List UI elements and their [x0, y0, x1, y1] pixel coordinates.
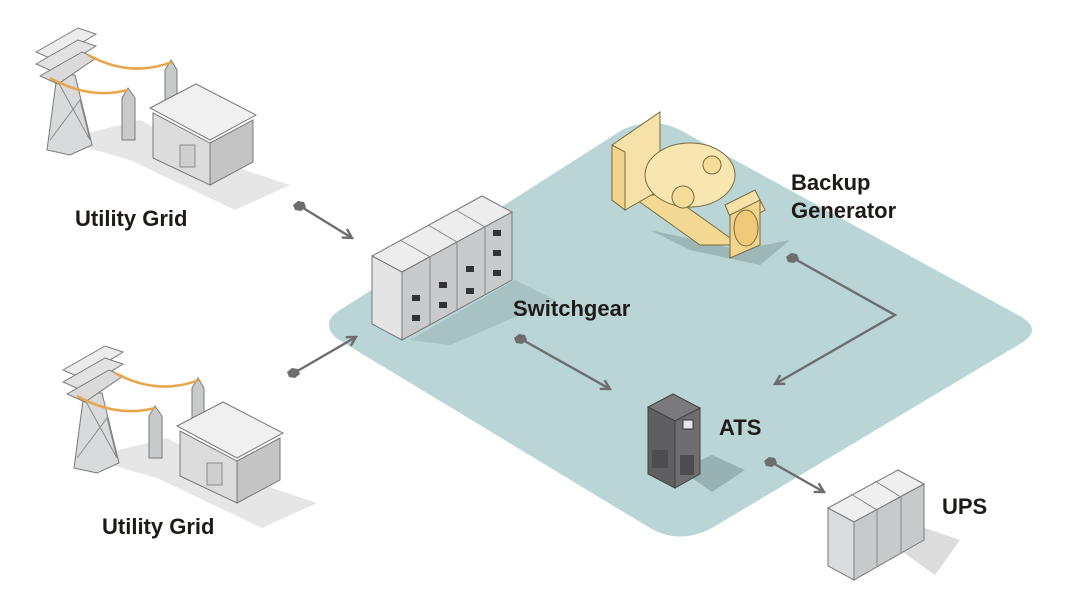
ats-cabinet-icon: [646, 393, 745, 492]
switchgear-icon: [370, 195, 555, 345]
connector-switchgear-to-ats: [514, 334, 610, 389]
switchgear-label: Switchgear: [513, 296, 631, 321]
utility-grid-icon: [61, 345, 317, 528]
connector-generator-to-ats: [775, 253, 898, 384]
ups-cabinet-icon: [826, 469, 960, 581]
ats-label: ATS: [719, 415, 762, 440]
utility-grid-icon: [34, 27, 290, 210]
backup-generator-label-line2: Generator: [791, 198, 897, 223]
connector-grid1-to-switchgear: [293, 201, 352, 238]
utility-grid-2-label: Utility Grid: [102, 514, 215, 539]
generator-icon: [611, 111, 790, 265]
ups-label: UPS: [942, 494, 988, 519]
utility-grid-1-label: Utility Grid: [75, 206, 188, 231]
connector-ats-to-ups: [764, 457, 824, 492]
connector-grid2-to-switchgear: [287, 337, 356, 378]
backup-generator-label-line1: Backup: [791, 170, 871, 195]
